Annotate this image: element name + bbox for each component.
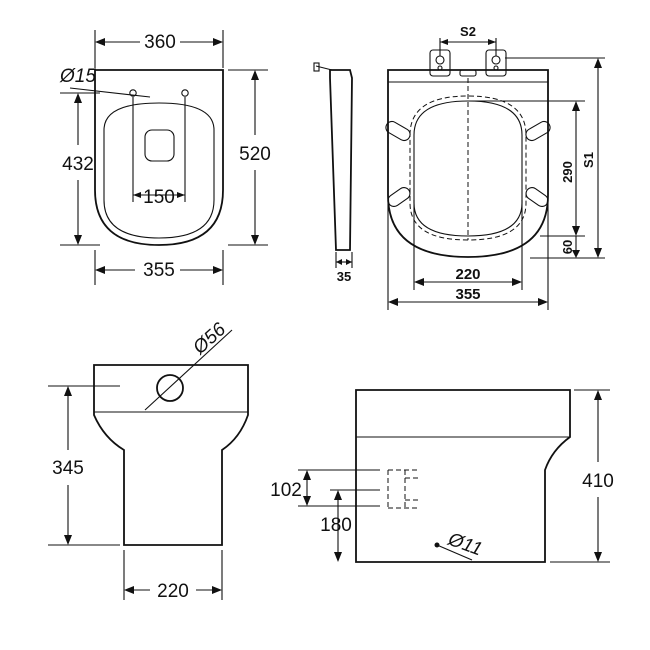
plan-view: 360 Ø15 150 432 520 355	[59, 30, 271, 285]
seat-width-label: 355	[455, 286, 480, 303]
seat-length-label: S1	[581, 152, 596, 168]
plan-width-bottom-label: 355	[143, 260, 175, 281]
seat-thickness-label: 35	[337, 269, 351, 284]
hinge-spacing-label: S2	[460, 24, 476, 39]
left-fixing-hole	[129, 89, 137, 97]
side-view: Ø11 102 180 410	[270, 389, 614, 563]
outlet-floor-label: 180	[320, 515, 352, 536]
outlet-height-label: 102	[270, 480, 302, 501]
plan-depth-total-label: 520	[239, 144, 271, 165]
opening-length-label: 290	[560, 161, 575, 183]
plan-width-top-label: 360	[144, 32, 176, 53]
seat-top-view: S2 S1 290 60 220 355	[385, 24, 605, 310]
plan-hole-diameter-label: Ø15	[59, 66, 96, 87]
front-view: Ø56 345 220	[48, 319, 249, 602]
inlet-circle	[156, 374, 184, 402]
front-offset-label: 60	[560, 240, 575, 254]
right-fixing-hole	[181, 89, 189, 97]
plan-hole-spacing-label: 150	[143, 187, 175, 208]
fixing-hole-label: Ø11	[444, 529, 485, 561]
front-height-label: 345	[52, 458, 84, 479]
seat-side-view: 35	[313, 62, 353, 284]
side-total-height-label: 410	[582, 471, 614, 492]
opening-width-label: 220	[455, 266, 480, 283]
front-base-width-label: 220	[157, 581, 189, 602]
inlet-diameter-label: Ø56	[189, 319, 231, 360]
plan-depth-inner-label: 432	[62, 154, 94, 175]
